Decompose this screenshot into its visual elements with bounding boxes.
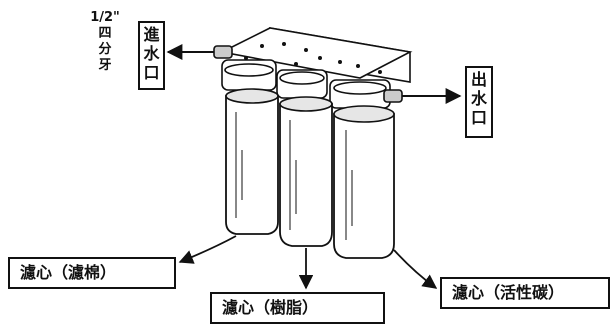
inlet-pipe-size: 1/2" 四 分 牙: [80, 10, 130, 74]
cotton-arrow: [178, 235, 237, 264]
pipe-size-line: 牙: [98, 58, 112, 73]
outlet-label-char: 出: [470, 70, 487, 89]
carbon-arrow: [393, 249, 438, 289]
filter-housing-1: [225, 88, 279, 235]
pipe-size-line: 四: [98, 26, 112, 41]
cartridge-label-cotton: 濾心（濾棉）: [8, 257, 176, 289]
filter-housing-3: [333, 105, 395, 259]
pipe-size-line: 分: [98, 42, 112, 57]
filter-housing-2: [279, 96, 333, 247]
cartridge-label-carbon: 濾心（活性碳）: [440, 277, 610, 309]
inlet-label-char: 水: [143, 44, 160, 63]
inlet-label-char: 口: [143, 63, 160, 82]
pipe-size-line: 1/2": [90, 10, 120, 25]
outlet-label-char: 口: [470, 108, 487, 127]
outlet-label-char: 水: [470, 89, 487, 108]
inlet-label-char: 進: [143, 25, 160, 44]
inlet-label: 進 水 口: [138, 21, 165, 90]
outlet-label: 出 水 口: [465, 66, 493, 138]
cartridge-label-resin: 濾心（樹脂）: [210, 292, 385, 324]
mounting-bracket: [219, 27, 413, 83]
